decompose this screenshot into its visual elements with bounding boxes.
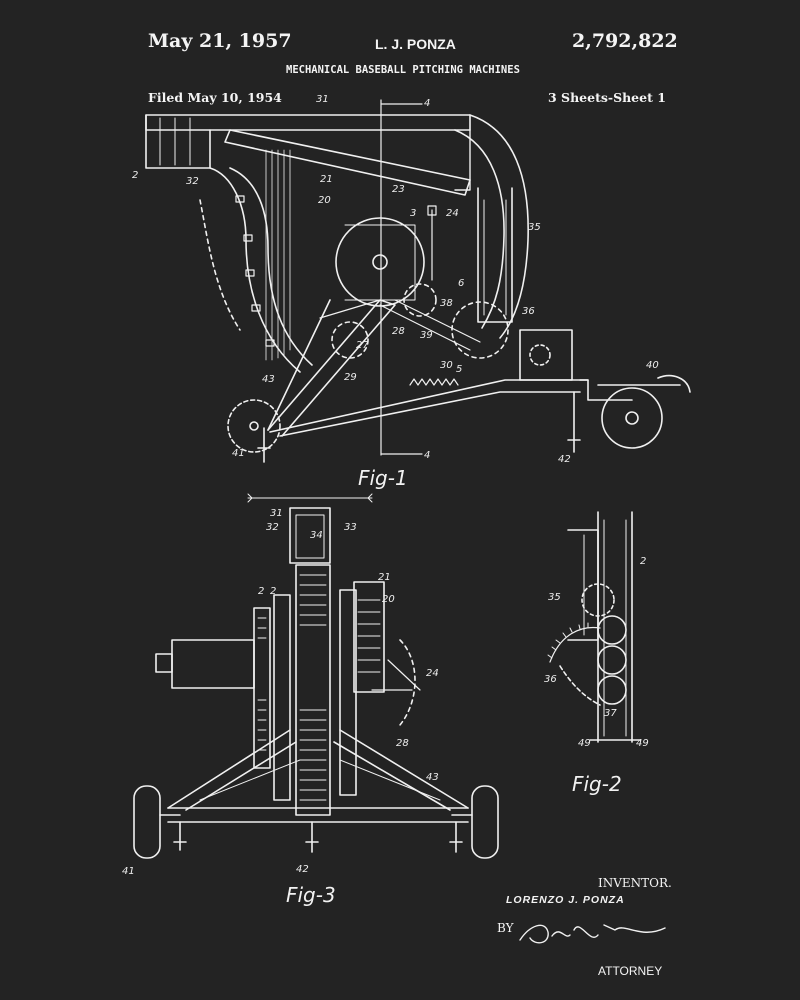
ref-32: 32 bbox=[186, 176, 199, 187]
ref-31-fig3: 31 bbox=[270, 508, 283, 519]
ref-21: 21 bbox=[320, 174, 333, 185]
right-wheel bbox=[471, 785, 499, 859]
ref-43-fig3: 43 bbox=[426, 772, 439, 783]
figure-1-side-view bbox=[145, 99, 691, 463]
ref-32-fig3: 32 bbox=[266, 522, 279, 533]
ref-36: 36 bbox=[522, 306, 535, 317]
spring bbox=[409, 378, 459, 386]
pitching-arm bbox=[224, 129, 471, 196]
figure-1-label: Fig-1 bbox=[358, 466, 408, 490]
ref-24: 24 bbox=[446, 208, 459, 219]
ref-33-fig3: 33 bbox=[344, 522, 357, 533]
ref-3: 3 bbox=[410, 208, 417, 219]
curved-ball-guide bbox=[209, 167, 301, 373]
pitching-wheel bbox=[335, 217, 425, 307]
ref-42-fig3: 42 bbox=[296, 864, 309, 875]
figure-2-detail bbox=[547, 511, 641, 743]
ref-6: 6 bbox=[458, 278, 465, 289]
tripod-legs bbox=[167, 729, 469, 811]
ref-4-top: 4 bbox=[424, 98, 431, 109]
ref-28-fig3: 28 bbox=[396, 738, 409, 749]
ref-41: 41 bbox=[232, 448, 245, 459]
ref-5: 5 bbox=[456, 364, 463, 375]
ref-30: 30 bbox=[440, 360, 453, 371]
feed-tube bbox=[477, 187, 513, 323]
detail-gear bbox=[549, 626, 601, 663]
by-label: BY bbox=[497, 921, 514, 935]
motor-box bbox=[519, 329, 573, 381]
ref-31: 31 bbox=[316, 94, 329, 105]
hood-curve bbox=[469, 114, 529, 339]
inventor-name: LORENZO J. PONZA bbox=[506, 894, 625, 906]
ref-43: 43 bbox=[262, 374, 275, 385]
ref-39: 39 bbox=[420, 330, 433, 341]
ref-49-right-fig2: 49 bbox=[636, 738, 649, 749]
ref-2b-fig3: 2 bbox=[270, 586, 277, 597]
patent-title: MECHANICAL BASEBALL PITCHING MACHINES bbox=[286, 64, 520, 76]
ref-20: 20 bbox=[318, 195, 331, 206]
motor-housing bbox=[171, 639, 255, 689]
filed-date: Filed May 10, 1954 bbox=[148, 90, 282, 105]
figure-3-front-view bbox=[133, 493, 499, 859]
frame-leg-front bbox=[267, 299, 396, 437]
ref-38: 38 bbox=[440, 298, 453, 309]
ref-24-fig3: 24 bbox=[426, 668, 439, 679]
ref-2-fig2: 2 bbox=[640, 556, 647, 567]
ref-23: 23 bbox=[392, 184, 405, 195]
ref-35-fig2: 35 bbox=[548, 592, 561, 603]
rear-wheel bbox=[601, 387, 663, 449]
ref-2: 2 bbox=[132, 170, 139, 181]
ref-49-left-fig2: 49 bbox=[578, 738, 591, 749]
ref-4-bottom: 4 bbox=[424, 450, 431, 461]
ref-28: 28 bbox=[392, 326, 405, 337]
signature-stroke bbox=[519, 924, 666, 944]
inventor-short-name: L. J. PONZA bbox=[375, 36, 456, 52]
ref-20-fig3: 20 bbox=[382, 594, 395, 605]
ref-41-fig3: 41 bbox=[122, 866, 135, 877]
front-wheel bbox=[227, 399, 281, 453]
ref-40: 40 bbox=[646, 360, 659, 371]
inventor-label: INVENTOR. bbox=[598, 876, 672, 890]
frame-leg-rear bbox=[267, 299, 331, 431]
left-wheel bbox=[133, 785, 161, 859]
ref-29: 29 bbox=[344, 372, 357, 383]
ref-37-fig2: 37 bbox=[604, 708, 617, 719]
ref-34-fig3: 34 bbox=[310, 530, 323, 541]
ref-27: 27 bbox=[356, 340, 369, 351]
figure-2-label: Fig-2 bbox=[572, 772, 622, 796]
sheet-count: 3 Sheets-Sheet 1 bbox=[548, 90, 666, 105]
ref-42: 42 bbox=[558, 454, 571, 465]
ref-2-fig3: 2 bbox=[258, 586, 265, 597]
patent-number: 2,792,822 bbox=[572, 30, 678, 52]
ref-21-fig3: 21 bbox=[378, 572, 391, 583]
ref-35: 35 bbox=[528, 222, 541, 233]
chute-top-front bbox=[289, 507, 331, 564]
attorney-label: ATTORNEY bbox=[598, 964, 663, 978]
ref-36-fig2: 36 bbox=[544, 674, 557, 685]
patent-date: May 21, 1957 bbox=[148, 30, 292, 52]
figure-3-label: Fig-3 bbox=[286, 883, 336, 907]
chute-top bbox=[145, 114, 471, 131]
central-column bbox=[295, 564, 331, 816]
